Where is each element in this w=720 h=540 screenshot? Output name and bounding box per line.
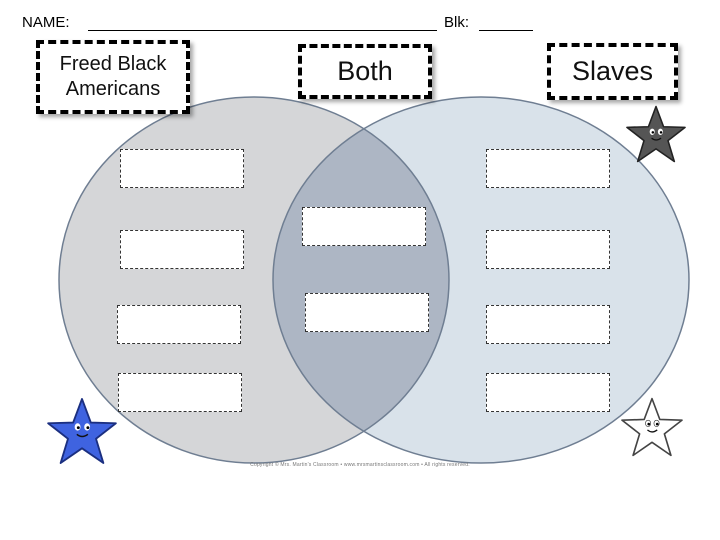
right-answer-box-2[interactable]	[486, 230, 610, 269]
slaves-label: Slaves	[547, 43, 678, 100]
copyright-text: Copyright © Mrs. Martin's Classroom • ww…	[250, 462, 470, 468]
both-answer-box-2[interactable]	[305, 293, 429, 332]
blue-star-icon	[47, 398, 117, 464]
name-label: NAME:	[22, 14, 70, 31]
right-answer-box-3[interactable]	[486, 305, 610, 344]
both-label: Both	[298, 44, 432, 99]
blk-label: Blk:	[444, 14, 470, 31]
left-answer-box-4[interactable]	[118, 373, 242, 412]
left-answer-box-3[interactable]	[117, 305, 241, 344]
gray-star-icon	[626, 105, 686, 163]
blk-line[interactable]	[479, 30, 533, 31]
right-answer-box-1[interactable]	[486, 149, 610, 188]
left-answer-box-2[interactable]	[120, 230, 244, 269]
white-star-icon	[621, 397, 683, 457]
right-answer-box-4[interactable]	[486, 373, 610, 412]
both-answer-box-1[interactable]	[302, 207, 426, 246]
overlap-region	[273, 97, 449, 463]
left-answer-box-1[interactable]	[120, 149, 244, 188]
name-line[interactable]	[88, 30, 437, 31]
freed-black-americans-label: Freed Black Americans	[36, 40, 190, 114]
